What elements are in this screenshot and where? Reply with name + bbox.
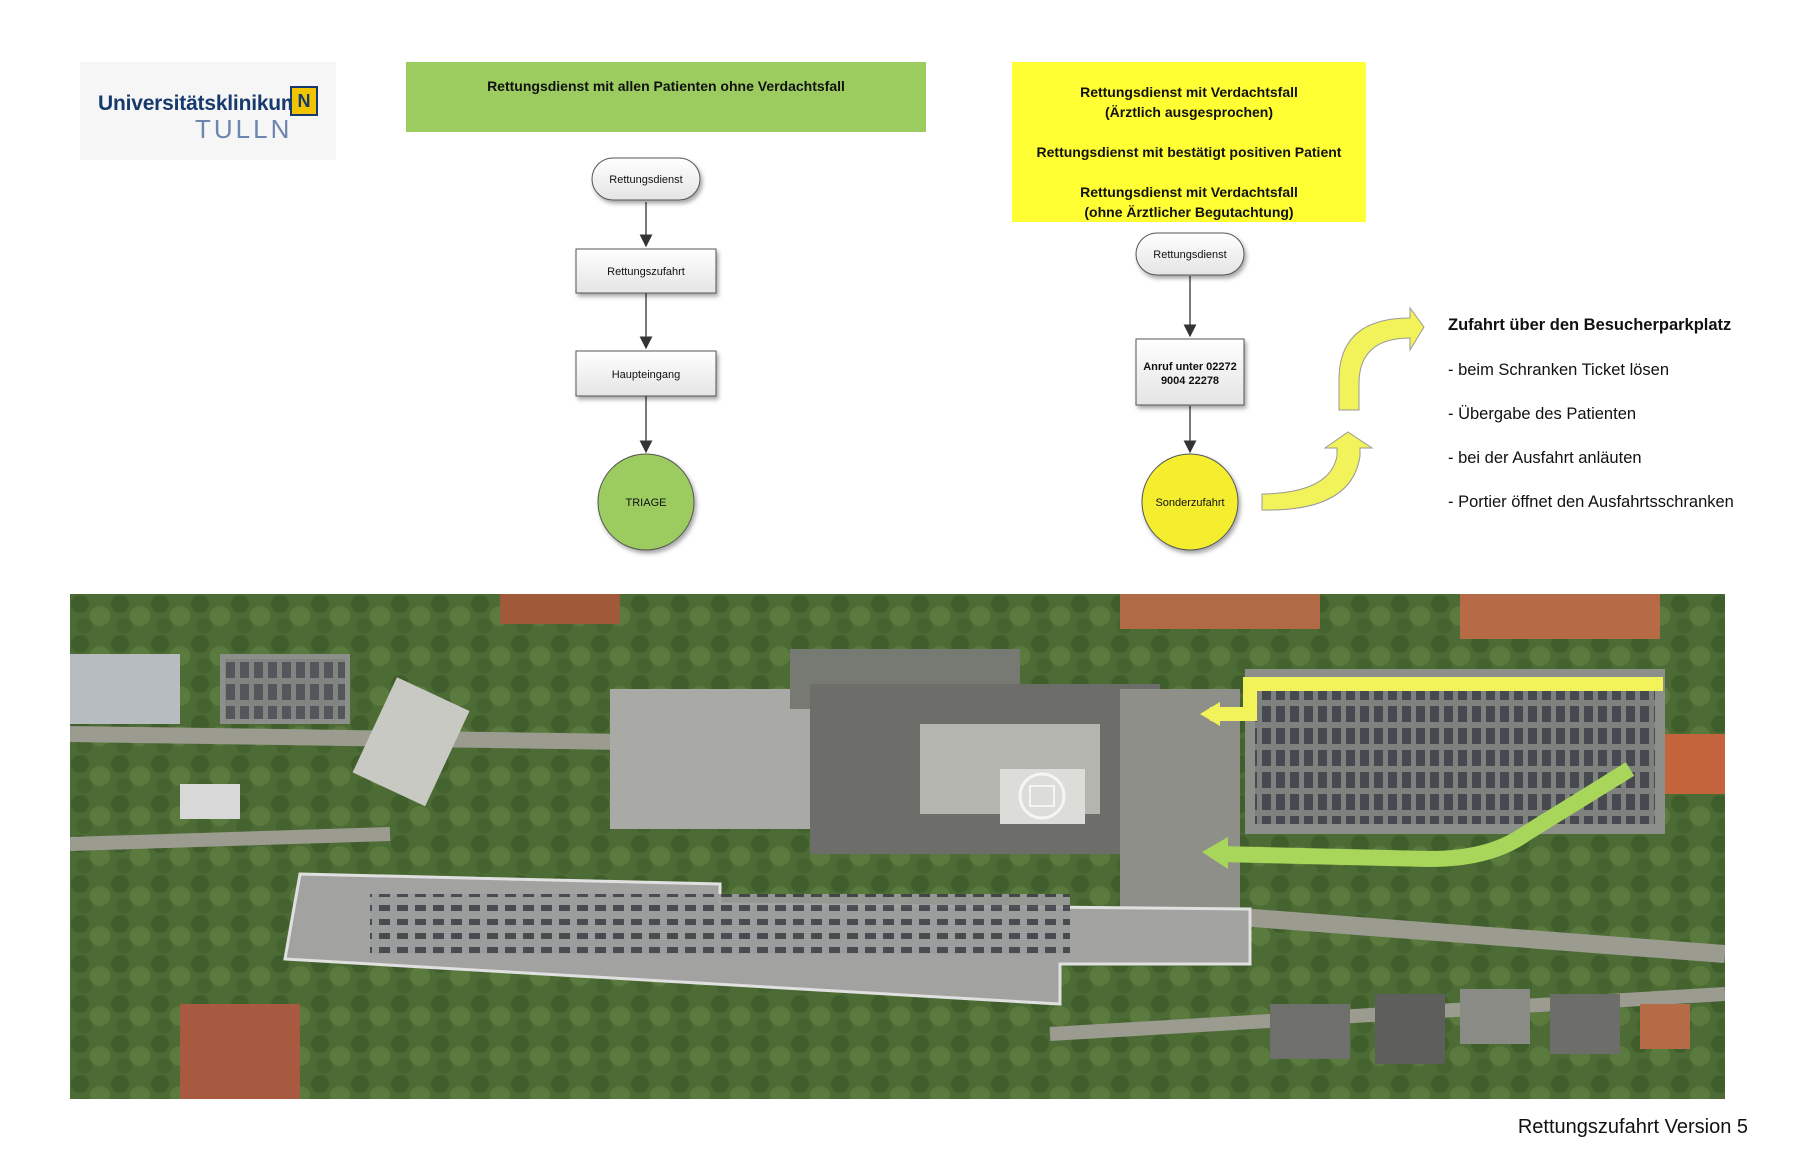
- right-header-line-2: Rettungsdienst mit bestätigt positiven P…: [1036, 144, 1342, 160]
- logo-city: TULLN: [195, 114, 293, 144]
- aerial-photo: [70, 594, 1725, 1099]
- left-flow-header: Rettungsdienst mit allen Patienten ohne …: [406, 62, 926, 132]
- node-label: Rettungszufahrt: [607, 266, 685, 278]
- right-flow: Rettungsdienst Anruf unter 02272 9004 22…: [1135, 232, 1425, 551]
- access-notes: Zufahrt über den Besucherparkplatz - bei…: [1448, 316, 1768, 535]
- node-label-line-1: Anruf unter 02272: [1143, 361, 1237, 373]
- logo-name: Universitätsklinikum: [98, 92, 300, 115]
- notes-item: - Portier öffnet den Ausfahrtsschranken: [1448, 493, 1734, 511]
- hospital-logo: Universitätsklinikum N TULLN: [80, 62, 336, 160]
- node-label: Haupteingang: [612, 369, 681, 381]
- curved-arrow-large-icon: [1338, 306, 1425, 411]
- flow-diagrams: Rettungsdienst Rettungszufahrt Haupteing…: [575, 157, 1425, 551]
- node-label: Rettungsdienst: [609, 174, 682, 186]
- node-label: TRIAGE: [626, 497, 667, 509]
- notes-item: - bei der Ausfahrt anläuten: [1448, 449, 1642, 467]
- node-anruf: [1135, 338, 1245, 406]
- node-triage: [597, 453, 695, 551]
- node-rettungsdienst-right: [1135, 232, 1245, 276]
- logo-badge-icon: N: [290, 86, 318, 116]
- notes-item: - beim Schranken Ticket lösen: [1448, 361, 1670, 379]
- node-label-line-2: 9004 22278: [1161, 375, 1219, 387]
- node-rettungszufahrt: [575, 248, 717, 294]
- right-header-line-1: Rettungsdienst mit Verdachtsfall (Ärztli…: [1080, 84, 1298, 120]
- left-flow: Rettungsdienst Rettungszufahrt Haupteing…: [575, 157, 717, 551]
- notes-item: - Übergabe des Patienten: [1448, 405, 1637, 423]
- right-flow-header: Rettungsdienst mit Verdachtsfall (Ärztli…: [1012, 62, 1366, 222]
- right-header-line-3: Rettungsdienst mit Verdachtsfall (ohne Ä…: [1080, 184, 1298, 220]
- curved-arrow-small-icon: [1261, 431, 1374, 511]
- node-haupteingang: [575, 350, 717, 397]
- node-rettungsdienst-left: [591, 157, 701, 201]
- node-sonderzufahrt: [1141, 453, 1239, 551]
- aerial-photo-drawing: [70, 594, 1725, 1099]
- version-label: Rettungszufahrt Version 5: [1517, 1116, 1748, 1138]
- node-label: Rettungsdienst: [1153, 249, 1226, 261]
- node-label: Sonderzufahrt: [1155, 497, 1224, 509]
- notes-title: Zufahrt über den Besucherparkplatz: [1448, 316, 1732, 334]
